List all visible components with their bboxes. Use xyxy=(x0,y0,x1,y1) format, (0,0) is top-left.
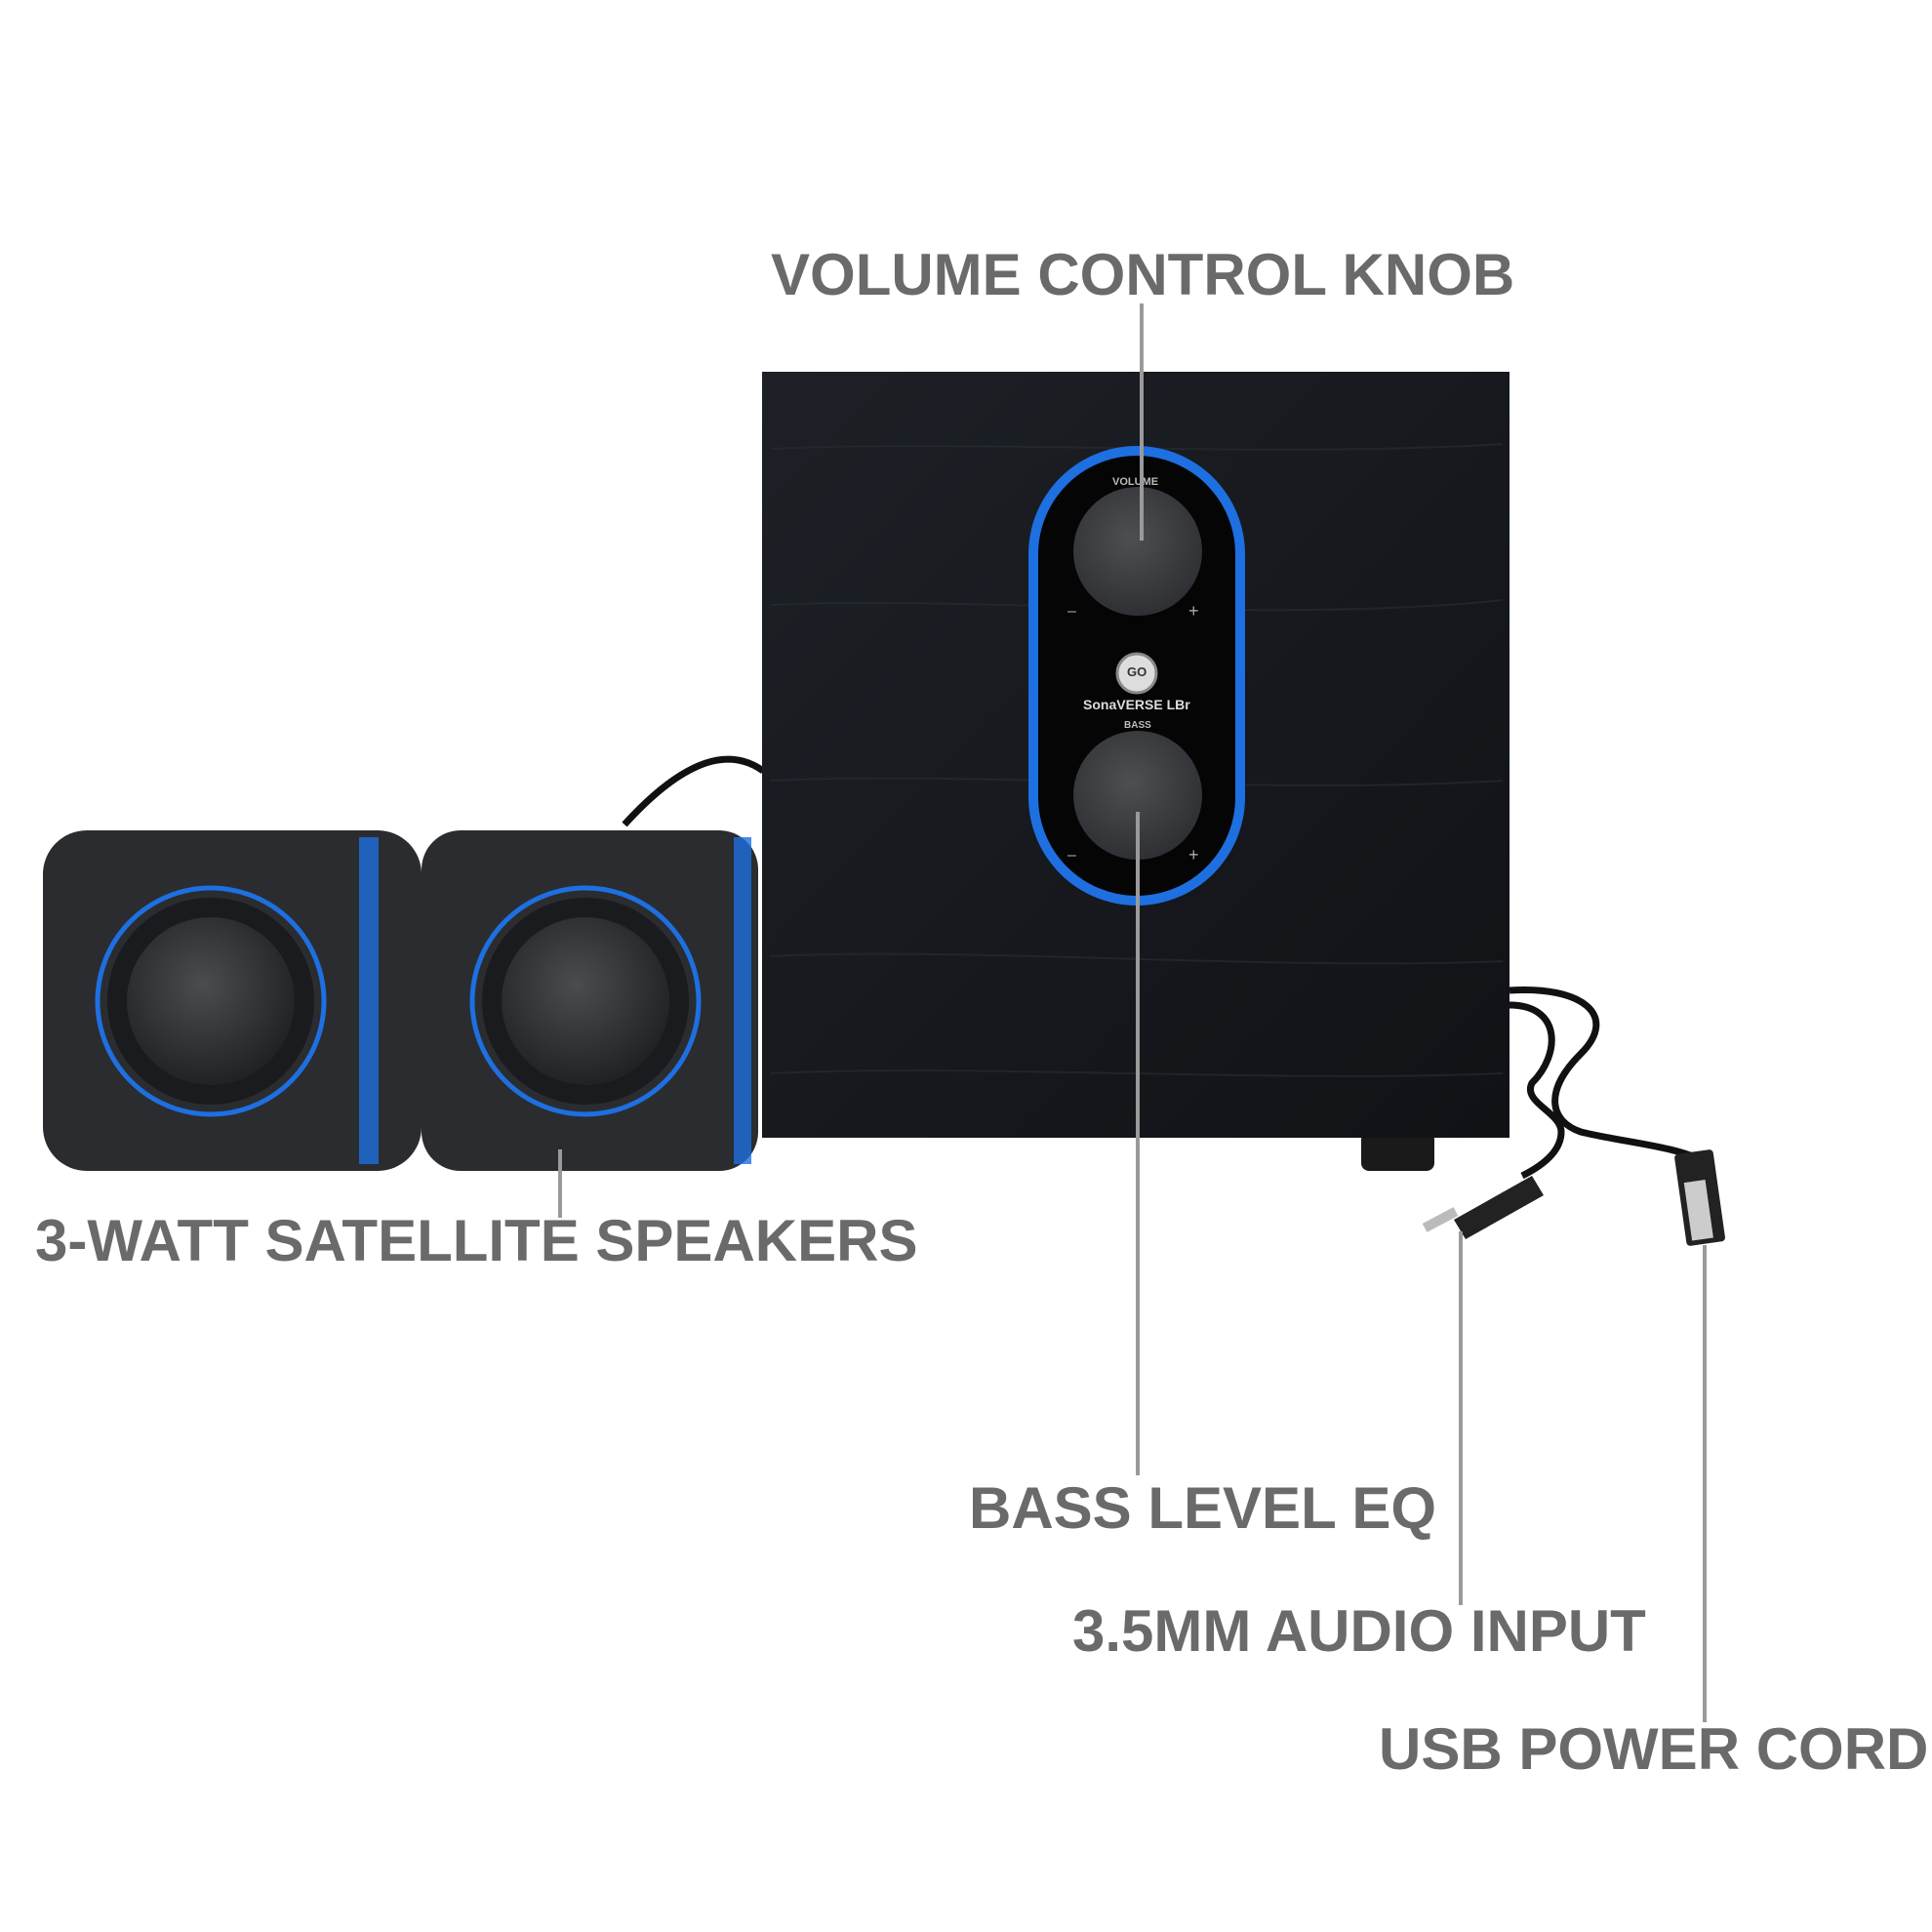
usb-callout: USB POWER CORD xyxy=(1379,1716,1929,1782)
bass-knob xyxy=(1073,731,1202,860)
bass-plus: + xyxy=(1188,845,1199,865)
audio-input-leader-line xyxy=(1459,1231,1463,1605)
volume-callout: VOLUME CONTROL KNOB xyxy=(771,242,1515,307)
volume-knob xyxy=(1073,487,1202,616)
volume-marking: VOLUME xyxy=(1112,476,1159,488)
bass-marking: BASS xyxy=(1124,720,1151,731)
brand-logo-text: GO xyxy=(1127,664,1147,679)
satellite-speaker-left xyxy=(43,830,422,1171)
audio-input-callout: 3.5MM AUDIO INPUT xyxy=(1072,1598,1646,1664)
subwoofer xyxy=(644,372,1509,1171)
model-name: SonaVERSE LBr xyxy=(1083,697,1190,712)
satellite-speaker-right xyxy=(422,830,758,1171)
satellite-cable xyxy=(622,755,766,827)
audio-cable xyxy=(1509,1001,1565,1180)
satellites-callout: 3-WATT SATELLITE SPEAKERS xyxy=(35,1208,918,1273)
bass-leader-line xyxy=(1136,812,1140,1475)
bass-minus: – xyxy=(1067,847,1076,864)
usb-plug xyxy=(1674,1149,1725,1246)
subwoofer-foot-right xyxy=(1361,1132,1434,1171)
brand-logo xyxy=(1115,652,1158,695)
usb-cable xyxy=(1509,986,1705,1165)
volume-minus: – xyxy=(1067,603,1076,620)
volume-leader-line xyxy=(1140,303,1144,541)
audio-jack xyxy=(1422,1176,1544,1239)
volume-plus: + xyxy=(1188,601,1199,621)
satellite-leader-line xyxy=(558,1149,562,1218)
usb-leader-line xyxy=(1703,1245,1707,1722)
bass-callout: BASS LEVEL EQ xyxy=(969,1475,1437,1541)
